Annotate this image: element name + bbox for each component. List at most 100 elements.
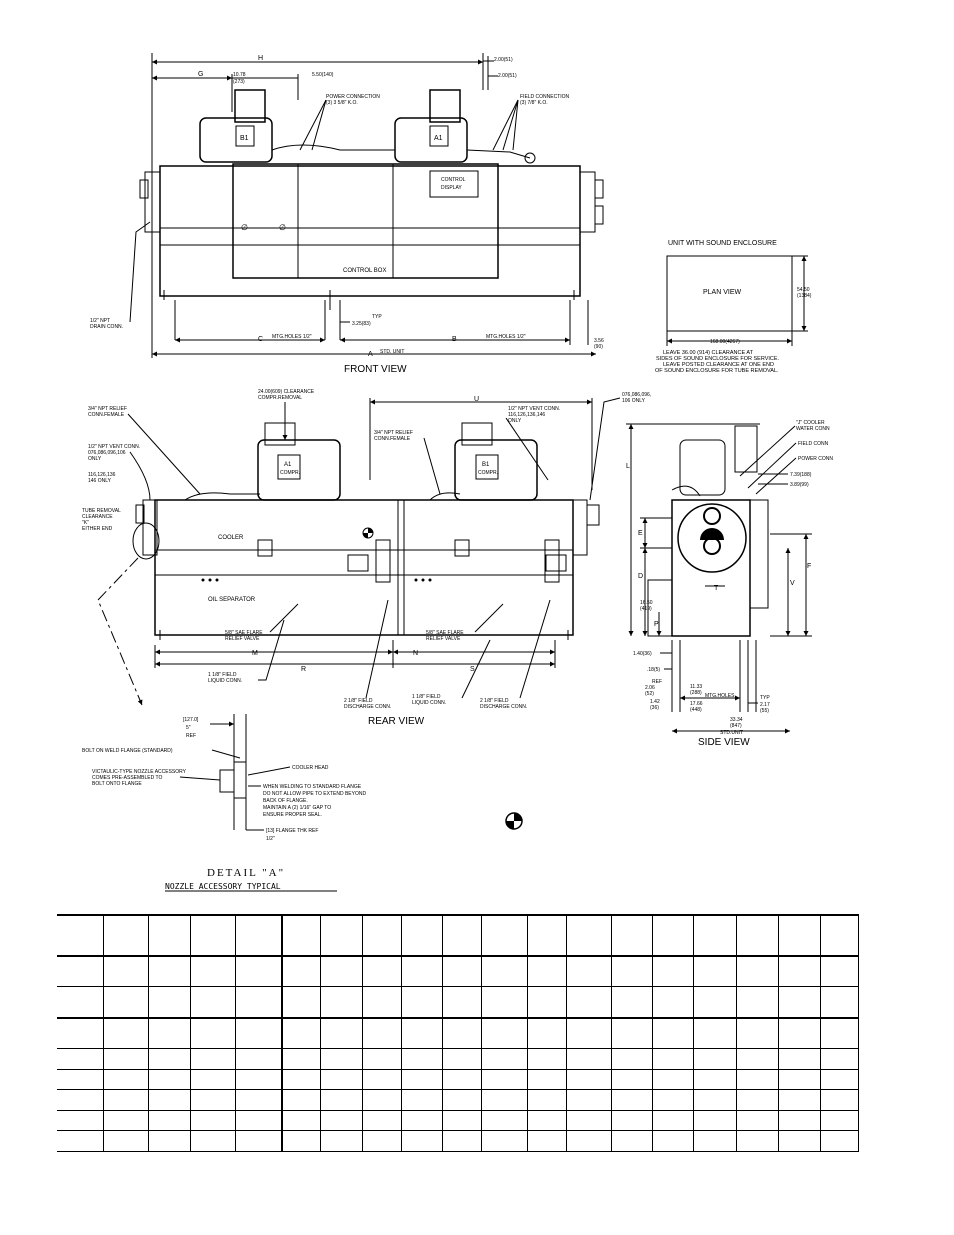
table-cell xyxy=(735,1089,780,1111)
mtg-holes-side: MTG.HOLES xyxy=(705,693,735,699)
weld-note-2: DO NOT ALLOW PIPE TO EXTEND BEYOND xyxy=(263,791,366,797)
table-cell xyxy=(319,1069,363,1090)
table-cell xyxy=(566,1089,613,1111)
table-cell xyxy=(147,1089,192,1111)
table-cell xyxy=(566,915,613,957)
models-right-1: 076,086,096, xyxy=(622,392,651,398)
detail-a: [127.0] 5" REF BOLT ON WELD FLANGE (STAN… xyxy=(82,714,366,892)
table-cell xyxy=(526,915,568,957)
tube-removal-1: TUBE REMOVAL xyxy=(82,508,121,514)
discharge-conn-a-2: DISCHARGE CONN. xyxy=(344,704,391,710)
table-cell xyxy=(361,956,403,987)
table-cell xyxy=(820,1069,859,1090)
table-cell xyxy=(778,1110,822,1131)
power-connection-label: POWER CONNECTION xyxy=(326,94,380,100)
table-cell xyxy=(820,915,859,957)
dim-550: 5.50(140) xyxy=(312,72,334,78)
table-cell xyxy=(526,1017,568,1049)
dim-140: 1.40(36) xyxy=(633,651,652,657)
table-cell xyxy=(652,956,694,987)
table-cell xyxy=(480,915,528,957)
table-cell xyxy=(566,1017,613,1049)
weld-note-4: MAINTAIN A (2) 1/16" GAP TO xyxy=(263,805,331,811)
dim-u-label: U xyxy=(474,396,479,403)
table-cell xyxy=(442,915,482,957)
table-cell xyxy=(778,1089,822,1111)
table-cell xyxy=(281,1130,321,1152)
dim-168: 168.00(4267) xyxy=(710,339,740,345)
table-row xyxy=(57,1017,859,1049)
detail-subtitle: NOZZLE ACCESSORY TYPICAL xyxy=(165,882,281,891)
vent-conn-4: 116,126,136 xyxy=(88,472,116,478)
table-cell xyxy=(611,1048,654,1070)
sound-enclosure-plan: UNIT WITH SOUND ENCLOSURE PLAN VIEW 54.5… xyxy=(655,240,812,374)
table-cell xyxy=(401,1048,444,1070)
table-row xyxy=(57,1089,859,1111)
center-of-gravity-icon xyxy=(505,812,523,830)
table-cell xyxy=(401,1089,444,1111)
table-cell xyxy=(235,1048,284,1070)
table-cell xyxy=(190,1069,237,1090)
table-cell xyxy=(401,915,444,957)
table-cell xyxy=(820,956,859,987)
relief-conn-a-2: CONN.FEMALE xyxy=(88,412,125,418)
dim-e-label: E xyxy=(638,530,643,537)
dim-325: 3.25(83) xyxy=(352,321,371,327)
dim-v-label: V xyxy=(790,580,795,587)
field-connection-size: (3) 7/8" K.O. xyxy=(520,100,548,106)
table-cell xyxy=(281,1110,321,1131)
compr-b1-label: B1 xyxy=(482,462,490,468)
table-cell xyxy=(611,986,654,1018)
flare-relief-a-1: 5/8" SAE FLARE xyxy=(225,630,263,636)
power-conn-side: POWER CONN xyxy=(798,456,833,462)
discharge-conn-b-2: DISCHARGE CONN. xyxy=(480,704,527,710)
table-row xyxy=(57,1048,859,1070)
table-cell xyxy=(102,1017,149,1049)
table-cell xyxy=(147,1110,192,1131)
flare-relief-a-2: RELIEF VALVE xyxy=(225,636,260,642)
table-cell xyxy=(442,1048,482,1070)
detail-dim-127: [127.0] xyxy=(183,717,199,723)
table-cell xyxy=(57,956,104,987)
dim-217: 2.17 xyxy=(760,702,770,708)
typ-front: TYP xyxy=(372,314,382,320)
dim-1766: 17.66 xyxy=(690,701,703,707)
table-cell xyxy=(652,1048,694,1070)
table-cell xyxy=(57,986,104,1018)
dim-n-label: N xyxy=(413,650,418,657)
table-cell xyxy=(361,1110,403,1131)
table-cell xyxy=(442,956,482,987)
table-cell xyxy=(652,986,694,1018)
dim-c-label: C xyxy=(258,336,263,343)
table-cell xyxy=(566,956,613,987)
table-cell xyxy=(566,986,613,1018)
table-cell xyxy=(820,1048,859,1070)
table-cell xyxy=(526,1130,568,1152)
table-cell xyxy=(235,1017,284,1049)
table-cell xyxy=(692,1069,737,1090)
dim-018: .18(5) xyxy=(647,667,660,673)
table-cell xyxy=(235,986,284,1018)
control-box-label: CONTROL BOX xyxy=(343,268,386,274)
table-cell xyxy=(281,915,321,957)
dim-3334-mm: (847) xyxy=(730,723,742,729)
dim-206: 2.06 xyxy=(645,685,655,691)
discharge-conn-a-1: 2 1/8" FIELD xyxy=(344,698,373,704)
table-row xyxy=(57,1069,859,1090)
dim-200-bottom: 2.00(51) xyxy=(498,73,517,79)
enclosure-note-2: SIDES OF SOUND ENCLOSURE FOR SERVICE. xyxy=(656,356,780,362)
table-cell xyxy=(611,1069,654,1090)
table-cell xyxy=(102,956,149,987)
table-cell xyxy=(820,1130,859,1152)
table-cell xyxy=(281,1017,321,1049)
table-cell xyxy=(319,1110,363,1131)
dim-1133-mm: (288) xyxy=(690,690,702,696)
table-cell xyxy=(611,1130,654,1152)
table-row xyxy=(57,956,859,987)
table-cell xyxy=(281,986,321,1018)
dim-739: 7.39(188) xyxy=(790,472,812,478)
weld-note-5: ENSURE PROPER SEAL. xyxy=(263,812,322,818)
compressor-a1-label: A1 xyxy=(434,135,443,142)
table-cell xyxy=(319,1017,363,1049)
control-display-label-2: DISPLAY xyxy=(441,185,462,191)
